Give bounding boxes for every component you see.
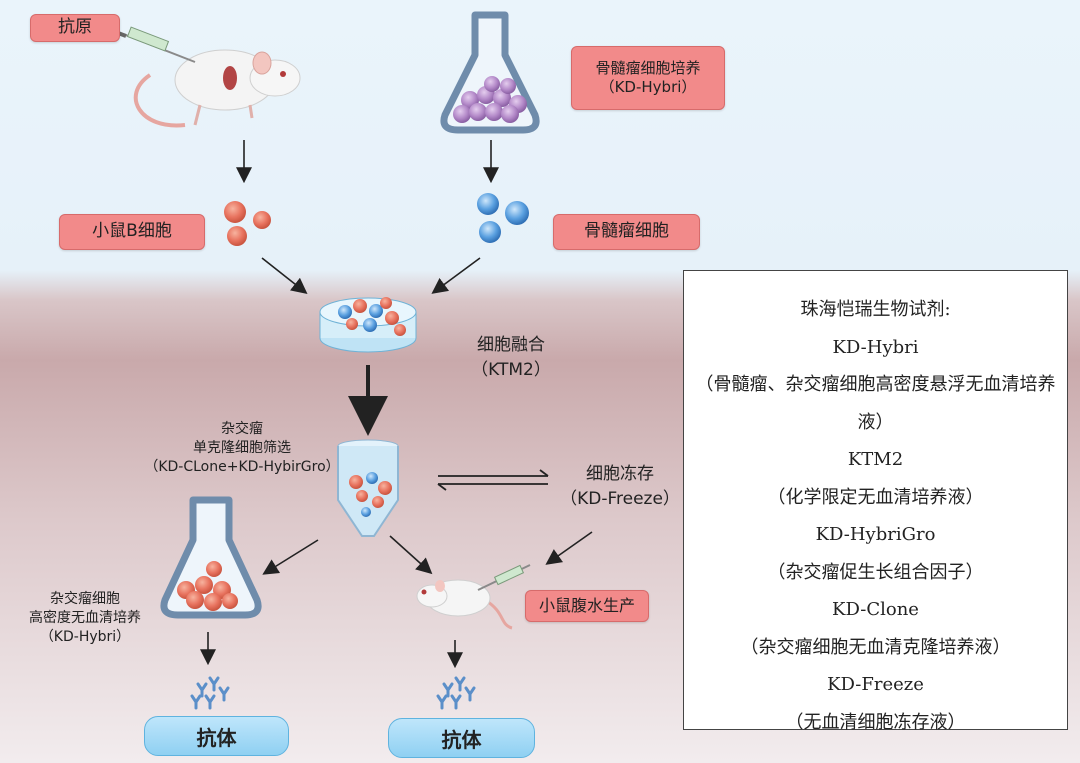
info-line: KD-HybriGro [815,524,936,545]
freeze-label: 细胞冻存 （KD-Freeze） [555,462,685,511]
culture-line3: （KD-Hybri） [39,628,131,645]
culture-label: 杂交瘤细胞 高密度无血清培养 （KD-Hybri） [0,590,170,647]
hybridoma-line3: （KD-CLone+KD-HybirGro） [144,458,340,475]
info-line: KD-Clone [832,599,919,620]
flask-icon [160,496,262,619]
info-line: KD-Hybri [832,336,919,358]
myeloma-culture-line2: （KD-Hybri） [599,78,697,96]
myeloma-cell-icon [477,193,529,243]
b-cell-icon [224,201,271,246]
info-line: （杂交瘤促生长组合因子） [767,561,984,583]
flask-icon [440,11,540,134]
mouse-icon [416,579,513,630]
myeloma-culture-label: 骨髓瘤细胞培养 （KD-Hybri） [571,46,725,110]
myeloma-cell-label: 骨髓瘤细胞 [553,214,700,250]
info-line: （杂交瘤细胞无血清克隆培养液） [740,636,1011,658]
arrow [262,539,319,575]
petri-dish-icon [319,297,417,353]
syringe-icon [109,26,196,63]
antigen-label: 抗原 [30,14,120,42]
freeze-line1: 细胞冻存 [586,464,654,484]
tube-icon [337,439,399,537]
mouse-icon [133,49,301,128]
antibody-icon [190,676,230,710]
arrow [389,535,433,575]
hybridoma-line2: 单克隆细胞筛选 [193,439,291,456]
antibody-left-label: 抗体 [144,716,289,756]
info-line: （无血清细胞冻存液） [785,711,966,733]
syringe-icon [477,564,531,591]
arrow [261,257,308,294]
mouse-b-cell-label: 小鼠B细胞 [59,214,205,250]
hybridoma-label: 杂交瘤 单克隆细胞筛选 （KD-CLone+KD-HybirGro） [132,420,352,477]
fusion-line1: 细胞融合 [477,335,545,355]
myeloma-culture-line1: 骨髓瘤细胞培养 [595,59,701,78]
bidirectional-arrow [437,469,549,491]
freeze-line2: （KD-Freeze） [560,488,680,509]
antibody-icon [436,676,476,710]
info-line: （化学限定无血清培养液） [767,486,984,508]
info-line: KTM2 [847,449,904,470]
arrow [431,257,481,294]
ascites-label: 小鼠腹水生产 [525,590,649,622]
info-title: 珠海恺瑞生物试剂: [800,299,951,320]
reagent-info-box: 珠海恺瑞生物试剂: KD-Hybri （骨髓瘤、杂交瘤细胞高密度悬浮无血清培养液… [683,270,1068,733]
culture-line1: 杂交瘤细胞 [50,591,120,607]
fusion-label: 细胞融合 （KTM2） [446,333,576,382]
culture-line2: 高密度无血清培养 [29,609,141,626]
info-line: KD-Freeze [827,674,924,695]
arrow [545,531,593,565]
hybridoma-line1: 杂交瘤 [221,421,263,437]
antibody-right-label: 抗体 [388,718,535,758]
fusion-line2: （KTM2） [471,359,551,380]
info-line: （骨髓瘤、杂交瘤细胞高密度悬浮无血清培养液） [695,374,1056,433]
